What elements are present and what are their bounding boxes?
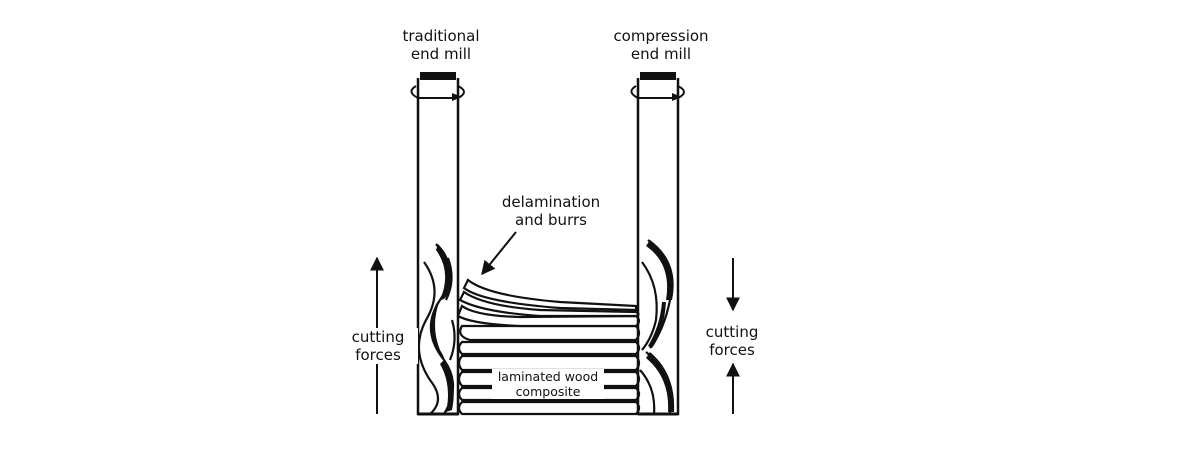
laminate-layer (457, 354, 641, 372)
traditional-end-mill (410, 72, 465, 416)
compression-end-mill (630, 72, 685, 416)
right-cutting-forces-label: cutting forces (705, 323, 759, 359)
laminate-layer (459, 324, 641, 342)
traditional-end-mill-label: traditional end mill (402, 27, 480, 63)
left-cutting-forces-label: cutting forces (338, 328, 418, 364)
compression-end-mill-label: compression end mill (613, 27, 709, 63)
delamination-label: delamination and burrs (501, 193, 601, 229)
traditional-shank (416, 78, 460, 258)
laminate-layer (457, 340, 641, 356)
delamination-pointer (481, 231, 517, 276)
rotation-icon (410, 85, 465, 99)
compression-shank (636, 78, 680, 258)
laminate-layer (457, 400, 641, 416)
rotation-icon (630, 85, 685, 99)
laminated-wood-composite-label: laminated wood composite (492, 369, 604, 399)
delaminated-layer (462, 278, 638, 312)
